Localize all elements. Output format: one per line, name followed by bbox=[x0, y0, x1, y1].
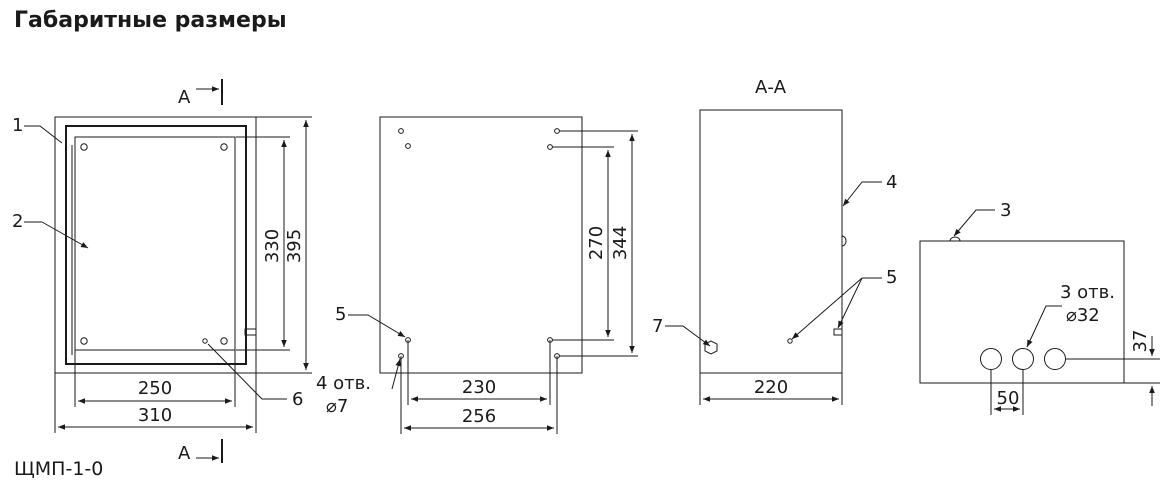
bottom-holes-dia: ⌀32 bbox=[1066, 305, 1100, 326]
cable-entry bbox=[1012, 348, 1034, 370]
dim-back-h-inner: 270 bbox=[586, 226, 607, 260]
section-title: А-А bbox=[755, 77, 787, 98]
lock-hole bbox=[202, 338, 208, 344]
back-holes-count: 4 отв. bbox=[316, 373, 371, 394]
callout-2: 2 bbox=[12, 211, 23, 232]
front-panel bbox=[74, 136, 236, 351]
dim-bottom-pitch: 50 bbox=[997, 388, 1020, 409]
dim-front-w-inner: 250 bbox=[138, 378, 172, 399]
leader-1 bbox=[24, 125, 63, 144]
mount-hole bbox=[220, 337, 228, 345]
back-view: 270 344 230 256 5 4 отв. ⌀7 bbox=[316, 116, 638, 434]
back-body bbox=[379, 116, 583, 374]
ground-nut bbox=[704, 340, 718, 355]
gland-nub bbox=[841, 235, 847, 247]
callout-5-back: 5 bbox=[335, 304, 346, 325]
dim-front-h-outer: 395 bbox=[284, 229, 305, 263]
leader-6 bbox=[207, 343, 287, 400]
back-holes-dia: ⌀7 bbox=[326, 396, 348, 417]
cable-entry bbox=[980, 348, 1002, 370]
dim-back-w-inner: 230 bbox=[462, 377, 496, 398]
mount-hole bbox=[80, 337, 88, 345]
callout-3: 3 bbox=[1000, 200, 1011, 221]
callout-4: 4 bbox=[886, 172, 897, 193]
model-label: ЩМП-1-0 bbox=[14, 458, 104, 480]
callout-5-side: 5 bbox=[886, 267, 897, 288]
bottom-view: 3 3 отв. ⌀32 50 37 bbox=[919, 200, 1160, 415]
front-door-frame bbox=[65, 125, 247, 365]
dim-front-h-inner: 330 bbox=[262, 229, 283, 263]
section-mark-bottom: А bbox=[178, 443, 191, 464]
cable-entry bbox=[1044, 348, 1066, 370]
mount-hole bbox=[220, 143, 228, 151]
callout-6: 6 bbox=[292, 389, 303, 410]
bottom-body bbox=[919, 240, 1125, 384]
dim-back-w-outer: 256 bbox=[462, 406, 496, 427]
callout-7: 7 bbox=[652, 316, 663, 337]
dim-back-h-outer: 344 bbox=[610, 226, 631, 260]
side-body bbox=[699, 109, 843, 374]
dim-front-w-outer: 310 bbox=[138, 405, 172, 426]
page-title: Габаритные размеры bbox=[14, 8, 287, 33]
dim-bottom-offset: 37 bbox=[1130, 330, 1151, 353]
latch bbox=[244, 328, 257, 336]
callout-1: 1 bbox=[12, 115, 23, 136]
front-view: А А 1 2 6 330 395 250 310 bbox=[12, 79, 312, 464]
mount-hole bbox=[80, 143, 88, 151]
side-view: А-А 4 5 7 220 bbox=[652, 77, 897, 405]
dim-side-depth: 220 bbox=[754, 377, 788, 398]
section-mark-top: А bbox=[178, 87, 191, 108]
front-outer-frame bbox=[54, 116, 257, 374]
bottom-holes-count: 3 отв. bbox=[1060, 282, 1115, 303]
